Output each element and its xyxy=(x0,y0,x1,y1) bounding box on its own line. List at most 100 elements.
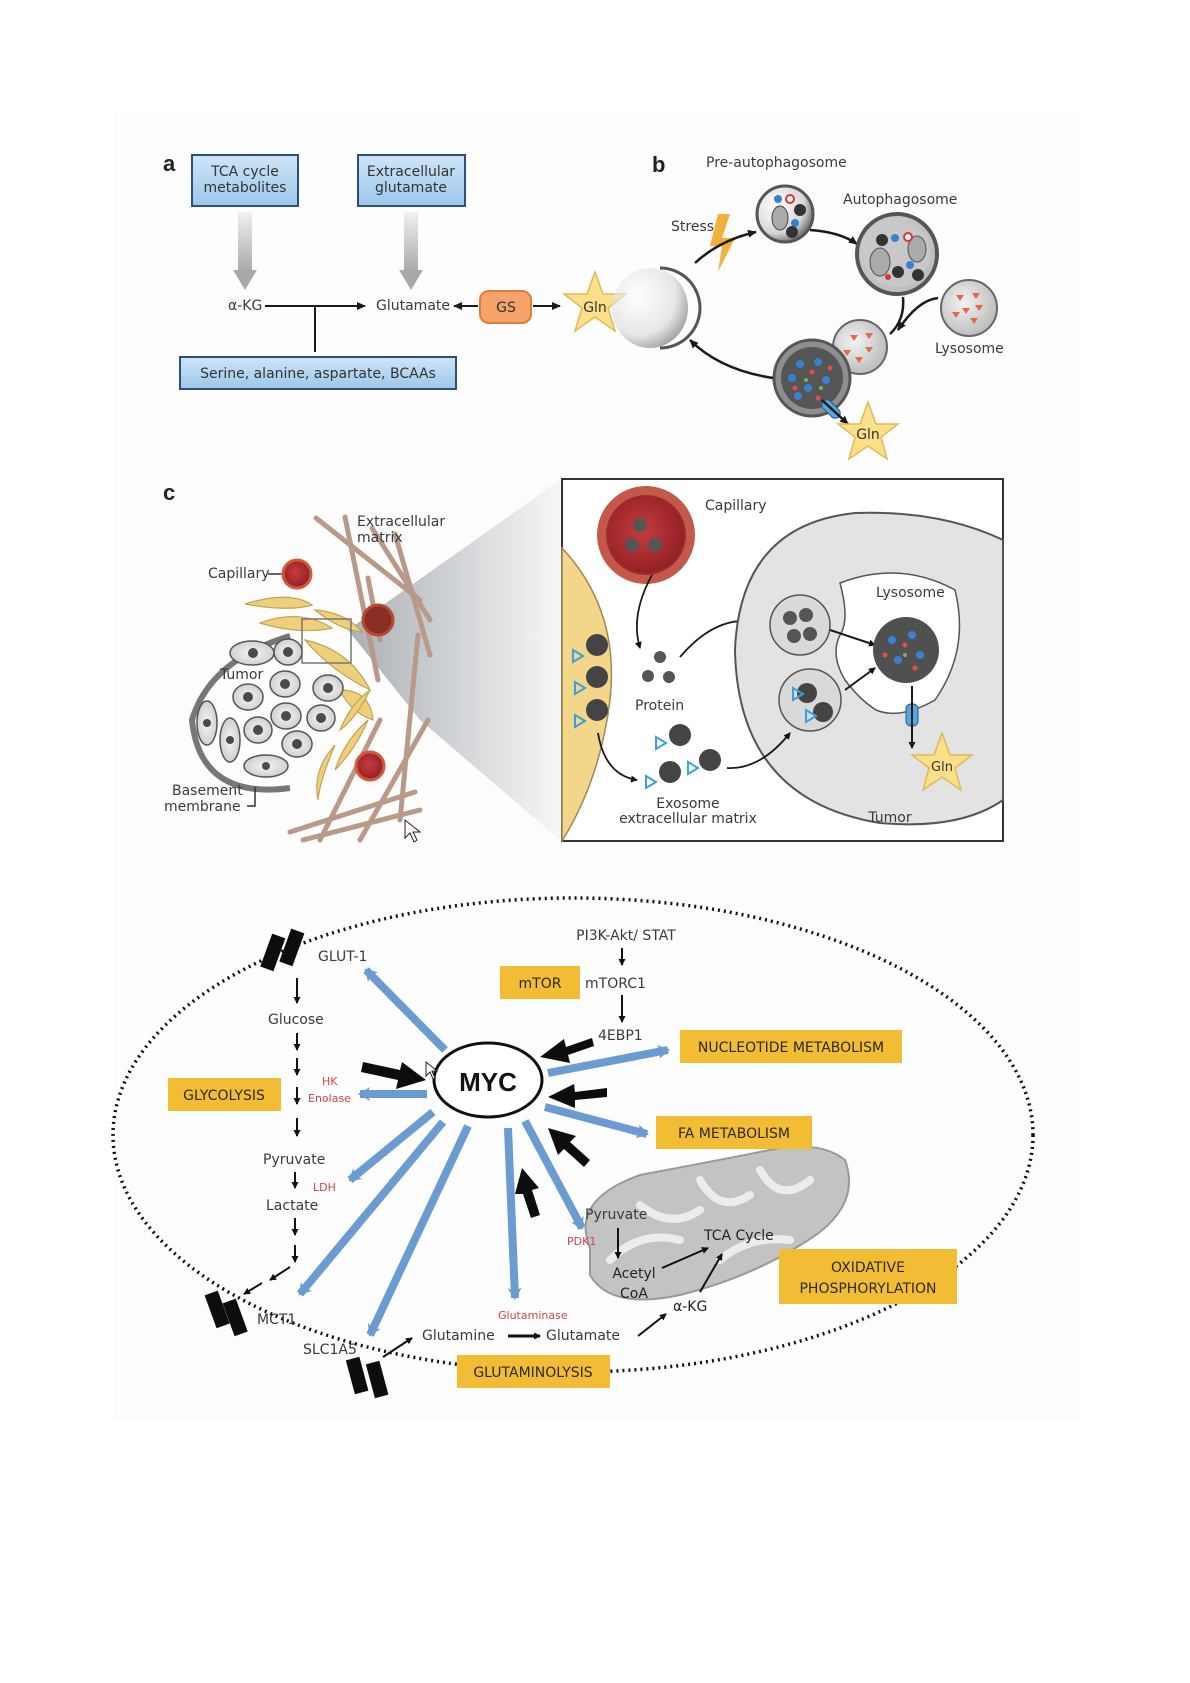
capillary-label: Capillary xyxy=(208,566,270,582)
basement-label-line1: Basement xyxy=(172,783,243,799)
gs-enzyme-box: GS xyxy=(479,290,532,324)
4ebp1-label: 4EBP1 xyxy=(598,1028,643,1044)
pyruvate-right-label: Pyruvate xyxy=(585,1207,647,1223)
vesicle2-to-lysosome-arrow xyxy=(844,667,876,691)
inset-panel: Capillary Protein Lysosome xyxy=(561,478,1004,844)
glutaminolysis-label: GLUTAMINOLYSIS xyxy=(473,1365,592,1381)
glutaminolysis-box: GLUTAMINOLYSIS xyxy=(457,1355,610,1388)
slc1a5-to-glutamine-arrow xyxy=(382,1337,413,1358)
inset-lysosome-icon xyxy=(873,617,939,683)
lysosome-to-fusion-arrow xyxy=(896,296,939,331)
gray-down-arrow-left xyxy=(233,212,257,290)
inset-capillary-icon xyxy=(597,486,695,584)
auto-to-fusion-arrow xyxy=(889,296,905,335)
mtor-label-box: mTOR xyxy=(500,966,580,999)
mitochondrion-icon xyxy=(584,1145,851,1301)
capillary-icon-1 xyxy=(281,558,313,590)
glucose-label: Glucose xyxy=(268,1012,324,1028)
panel-c-letter: c xyxy=(163,480,175,505)
pre-autophagosome-label: Pre-autophagosome xyxy=(706,155,847,171)
inset-tumor-label: Tumor xyxy=(867,810,912,826)
mct1-label: MCT1 xyxy=(257,1312,296,1328)
lactate-label: Lactate xyxy=(266,1198,318,1214)
extra-box-line1: Extracellular xyxy=(367,164,455,180)
nucleotide-metabolism-box: NUCLEOTIDE METABOLISM xyxy=(680,1030,902,1063)
exosome-label-line1: Exosome xyxy=(656,796,719,812)
panel-a: a TCA cycle metabolites Extracellular gl… xyxy=(163,151,629,390)
mct1-transporter-icon xyxy=(204,1290,248,1337)
amino-acids-box: Serine, alanine, aspartate, BCAAs xyxy=(179,356,457,390)
amino-box-label: Serine, alanine, aspartate, BCAAs xyxy=(200,366,436,382)
exosome-to-vesicle-arrow xyxy=(726,732,791,769)
coa-label: CoA xyxy=(620,1286,648,1302)
pdk1-label: PDK1 xyxy=(567,1235,596,1248)
lysosome-icon-b xyxy=(940,279,998,337)
pyruvate-left-label: Pyruvate xyxy=(263,1152,325,1168)
fibroblast-to-exosome-arrow xyxy=(597,732,638,783)
pre-to-auto-arrow xyxy=(809,228,858,246)
autophagosome-label: Autophagosome xyxy=(843,192,957,208)
oxphos-label-line1: OXIDATIVE xyxy=(831,1260,905,1276)
myc-diagram: GLUT-1 Glucose HK Enolase Pyruvate LDH L… xyxy=(111,896,1035,1399)
mtorc1-label: mTORC1 xyxy=(585,976,646,992)
gs-label: GS xyxy=(496,300,516,316)
glut1-transporter-icon xyxy=(260,928,305,972)
gln-star-a: Gln xyxy=(561,269,629,333)
basement-leader-line xyxy=(247,787,256,807)
mouse-cursor-icon xyxy=(404,818,422,843)
myc-label: MYC xyxy=(459,1067,517,1097)
slc1a5-label: SLC1A5 xyxy=(303,1342,357,1358)
slc1a5-transporter-icon xyxy=(345,1356,389,1399)
myc-input-arrows xyxy=(361,1038,607,1218)
endocytic-vesicle-1 xyxy=(769,594,831,656)
tca-box-line2: metabolites xyxy=(204,180,287,196)
autolysosome-icon xyxy=(772,319,888,419)
mouse-cursor-icon-2 xyxy=(425,1060,439,1080)
ldh-label: LDH xyxy=(313,1181,336,1194)
myc-node: MYC xyxy=(432,1041,544,1119)
gln-label-a: Gln xyxy=(583,300,607,316)
exosome-label-line2: extracellular matrix xyxy=(619,811,757,827)
nucleotide-label: NUCLEOTIDE METABOLISM xyxy=(698,1040,884,1056)
fibroblast-cells xyxy=(244,596,374,801)
panel-b-letter: b xyxy=(652,152,665,177)
fibroblast-edge xyxy=(561,546,613,844)
fa-label: FA METABOLISM xyxy=(678,1126,790,1142)
glutaminase-label: Glutaminase xyxy=(498,1309,568,1322)
gray-down-arrow-right xyxy=(399,212,423,290)
akg-myc-label: α-KG xyxy=(673,1299,707,1315)
zoom-region-box xyxy=(301,618,352,664)
glutamate-label: Glutamate xyxy=(376,298,450,314)
ecm-label-line2: matrix xyxy=(357,530,403,546)
protein-aggregates-icon xyxy=(642,651,675,683)
stress-label: Stress xyxy=(671,219,714,235)
gln-export-arrow-b xyxy=(821,399,849,425)
vesicle1-to-lysosome-arrow xyxy=(829,629,876,647)
extracellular-glutamate-box: Extracellular glutamate xyxy=(357,154,466,207)
exosome-icons xyxy=(572,634,721,790)
capillary-icon-2 xyxy=(361,603,395,637)
akg-to-tca-arrow xyxy=(699,1253,723,1293)
glutamine-label: Glutamine xyxy=(422,1328,495,1344)
tumor-cells xyxy=(196,638,344,778)
ecm-label-line1: Extracellular xyxy=(357,514,445,530)
glutamate-myc-label: Glutamate xyxy=(546,1328,620,1344)
glycolysis-label: GLYCOLYSIS xyxy=(183,1088,265,1104)
panel-c: c Extracellular matrix Capillary xyxy=(163,478,1004,844)
tca-box-line1: TCA cycle xyxy=(210,164,279,180)
inset-lysosome-label: Lysosome xyxy=(876,585,945,601)
inset-capillary-label: Capillary xyxy=(705,498,767,514)
enolase-label: Enolase xyxy=(308,1092,351,1105)
glut1-label: GLUT-1 xyxy=(318,949,367,965)
pre-autophagosome-icon xyxy=(755,184,815,244)
panel-a-letter: a xyxy=(163,151,176,176)
gln-label-c: Gln xyxy=(931,760,953,775)
cell-membrane-dotted xyxy=(111,896,1035,1374)
glycolysis-arrows xyxy=(243,978,301,1295)
oxidative-phosphorylation-box: OXIDATIVE PHOSPHORYLATION xyxy=(779,1249,957,1304)
capillary-icon-3 xyxy=(354,750,386,782)
tca-cycle-label: TCA Cycle xyxy=(703,1228,774,1244)
oxphos-label-line2: PHOSPHORYLATION xyxy=(799,1281,936,1297)
hk-label: HK xyxy=(322,1075,338,1088)
